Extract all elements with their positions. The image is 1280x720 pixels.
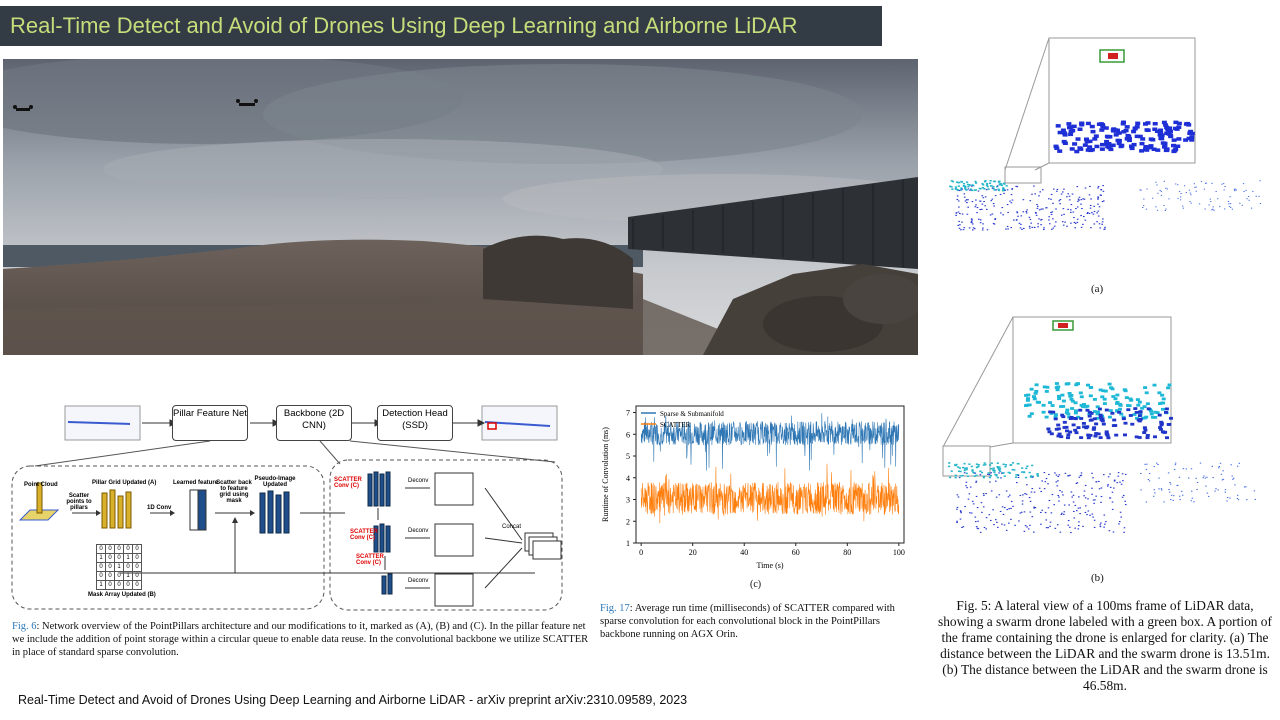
fig17-sublabel: (c) <box>750 579 762 590</box>
mask-cell: 0 <box>123 562 133 572</box>
pillar-feature-net-box: Pillar Feature Net <box>172 405 248 441</box>
fig17-caption: Fig. 17: Average run time (milliseconds)… <box>600 602 910 641</box>
fig6-caption: Fig. 6: Network overview of the PointPil… <box>12 620 592 659</box>
mask-cell: 0 <box>123 580 133 590</box>
fig17-caption-label: Fig. 17 <box>600 603 630 614</box>
x-axis-label: Time (s) <box>756 561 783 570</box>
scatter-conv-label-1: SCATTER Conv (C) <box>334 477 362 489</box>
drone-icon <box>236 99 258 106</box>
scatter-back-label: Scatter back to feature grid using mask <box>216 480 252 504</box>
x-tick-label: 0 <box>639 548 643 557</box>
mask-cell: 0 <box>114 544 124 554</box>
x-tick-label: 40 <box>740 548 748 557</box>
point-cloud-label: Point Cloud <box>24 482 58 488</box>
drone-photo <box>3 59 918 355</box>
mask-cell: 0 <box>105 544 115 554</box>
mask-cell: 0 <box>132 571 142 581</box>
y-axis-label: Runtime of Convolution (ms) <box>601 427 610 522</box>
mask-cell: 1 <box>123 553 133 563</box>
mask-cell: 0 <box>132 562 142 572</box>
mask-cell: 0 <box>105 580 115 590</box>
x-tick-label: 80 <box>843 548 851 557</box>
fig6-diagram: Pillar Feature Net Backbone (2D CNN) Det… <box>10 398 595 613</box>
series-line-0 <box>640 413 900 471</box>
lidar-points <box>948 382 1256 534</box>
y-tick-label: 1 <box>626 539 630 548</box>
pseudo-image-label: Pseudo-Image Updated <box>254 476 296 488</box>
deconv-label-2: Deconv <box>408 528 429 534</box>
backbone-box: Backbone (2D CNN) <box>276 405 352 441</box>
conv1d-label: 1D Conv <box>147 505 172 511</box>
legend-label-0: Sparse & Submanifold <box>660 410 724 418</box>
mask-cell: 0 <box>132 544 142 554</box>
mask-cell: 0 <box>123 544 133 554</box>
mask-array-label: Mask Array Updated (B) <box>88 592 156 598</box>
drone-icon <box>13 105 33 111</box>
mask-cell: 0 <box>114 553 124 563</box>
series-line-1 <box>640 463 900 524</box>
slide-title: Real-Time Detect and Avoid of Drones Usi… <box>10 13 798 38</box>
deconv-label-1: Deconv <box>408 478 429 484</box>
mask-cell: 0 <box>114 571 124 581</box>
mask-cell: 1 <box>114 562 124 572</box>
scatter-conv-label-2: SCATTER Conv (C) <box>350 529 378 541</box>
mask-cell: 0 <box>105 571 115 581</box>
mask-cell: 0 <box>132 580 142 590</box>
x-tick-label: 60 <box>792 548 800 557</box>
fig5-lidar-b <box>935 312 1275 570</box>
deconv-label-3: Deconv <box>408 578 429 584</box>
mask-cell: 1 <box>96 553 106 563</box>
detection-head-box: Detection Head (SSD) <box>377 405 453 441</box>
concat-label: Concat <box>502 524 522 530</box>
mask-cell: 0 <box>96 571 106 581</box>
x-tick-label: 20 <box>689 548 697 557</box>
mask-cell: 0 <box>105 553 115 563</box>
citation-footer: Real-Time Detect and Avoid of Drones Usi… <box>18 693 688 707</box>
mask-cell: 0 <box>105 562 115 572</box>
pillar-grid-label: Pillar Grid Updated (A) <box>92 480 157 486</box>
y-tick-label: 2 <box>626 517 630 526</box>
fig17-caption-text: : Average run time (milliseconds) of SCA… <box>600 603 895 640</box>
y-tick-label: 3 <box>626 496 630 505</box>
mask-cell: 0 <box>132 553 142 563</box>
fig5-lidar-a <box>935 35 1275 285</box>
lidar-points <box>949 120 1262 231</box>
title-bar <box>0 6 882 46</box>
fig6-caption-label: Fig. 6 <box>12 621 37 632</box>
scatter-points-label: Scatter points to pillars <box>66 493 92 511</box>
mask-cell: 0 <box>96 562 106 572</box>
y-tick-label: 7 <box>626 409 630 418</box>
learned-feature-label: Learned feature <box>173 480 219 486</box>
mask-cell: 1 <box>123 571 133 581</box>
y-tick-label: 5 <box>626 452 630 461</box>
fig5-label-a: (a) <box>1091 283 1104 295</box>
fig6-caption-text: : Network overview of the PointPillars a… <box>12 621 589 658</box>
y-tick-label: 4 <box>626 474 630 483</box>
legend-label-1: SCATTER <box>660 421 691 429</box>
scatter-conv-label-3: SCATTER Conv (C) <box>356 554 384 566</box>
mask-cell: 0 <box>96 544 106 554</box>
mask-cell: 0 <box>114 580 124 590</box>
mask-cell: 1 <box>96 580 106 590</box>
fig5-caption: Fig. 5: A lateral view of a 100ms frame … <box>938 598 1272 693</box>
x-tick-label: 100 <box>893 548 905 557</box>
fig5-label-b: (b) <box>1091 572 1104 584</box>
y-tick-label: 6 <box>626 430 630 439</box>
